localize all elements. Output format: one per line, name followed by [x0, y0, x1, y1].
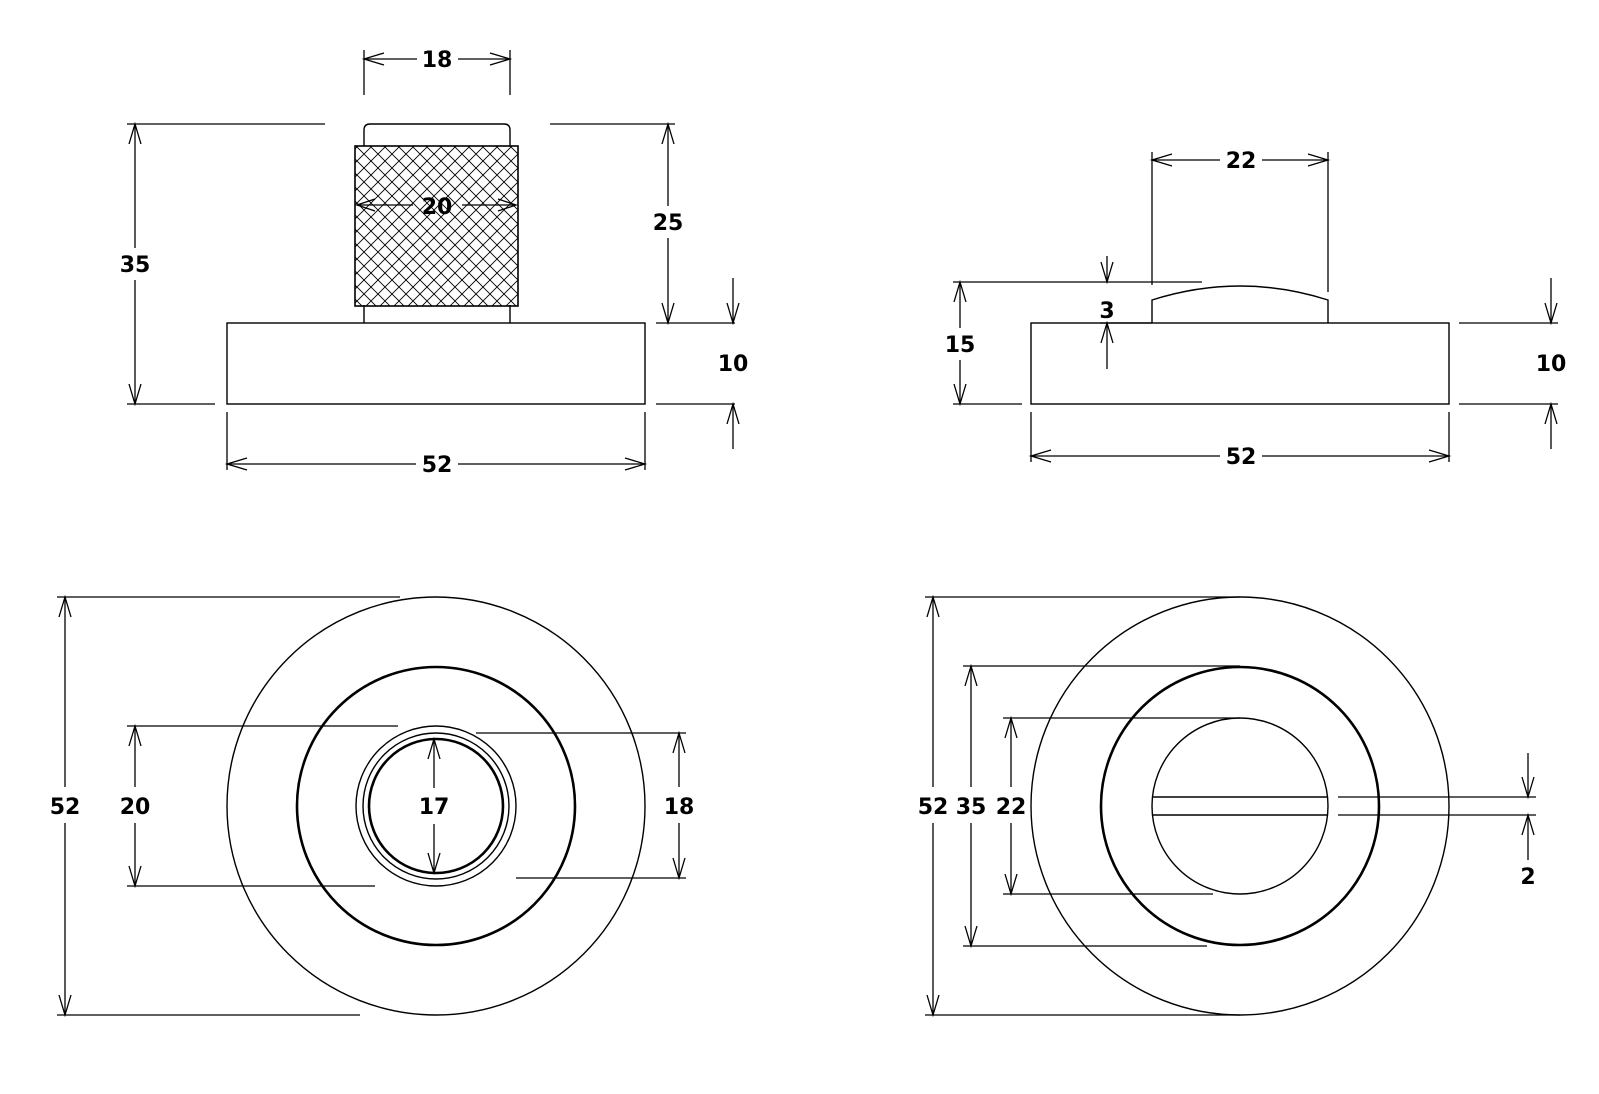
front-dim-base-thickness: 10	[656, 278, 748, 449]
front-dim-base-thickness-label: 10	[718, 352, 749, 377]
side-dim-cap-width-label: 22	[1226, 149, 1257, 174]
side-dim-overall-height-label: 15	[945, 333, 976, 358]
right-dim-inner-diameter: 22	[996, 715, 1240, 897]
side-dim-overall-height: 15	[945, 279, 1202, 407]
left-dim-mid-diameter: 20	[120, 723, 398, 889]
side-dim-base-thickness: 10	[1459, 278, 1566, 449]
left-knob-mid-circle	[362, 732, 510, 880]
front-knurl	[354, 145, 519, 307]
front-knob-cap	[363, 123, 511, 146]
front-dim-overall-height-label: 35	[120, 253, 151, 278]
top-view-left: 52 20 17 18	[50, 594, 695, 1018]
right-dim-outer-diameter-label: 52	[918, 795, 949, 820]
right-dim-ring-diameter-label: 35	[956, 795, 987, 820]
side-dim-base-width-label: 52	[1226, 445, 1257, 470]
left-dim-inner-diameter: 17	[419, 736, 450, 876]
side-view: 22 15 3 10	[945, 149, 1567, 470]
front-dim-knurl: 20	[354, 195, 519, 220]
left-knob-outer-circle	[355, 725, 517, 887]
side-dim-cap-height: 3	[1099, 256, 1152, 369]
left-mid-circle	[295, 665, 577, 947]
side-dim-base-width: 52	[1028, 412, 1452, 470]
left-dim-knob-diameter-label: 18	[664, 795, 695, 820]
side-base	[1030, 322, 1450, 405]
left-outer-circle	[226, 596, 646, 1016]
right-slot	[1152, 796, 1328, 816]
right-outer-circle	[1030, 596, 1450, 1016]
side-cap	[1151, 285, 1329, 323]
left-dim-outer-diameter: 52	[50, 594, 400, 1018]
left-dim-knob-diameter: 18	[476, 730, 695, 881]
front-dim-knob-width: 18	[361, 45, 513, 95]
front-dim-knob-height-label: 25	[653, 211, 684, 236]
right-dim-ring-diameter: 35	[956, 663, 1240, 949]
front-dim-base-width: 52	[224, 412, 648, 478]
left-dim-inner-diameter-label: 17	[419, 795, 450, 820]
left-dim-mid-diameter-label: 20	[120, 795, 151, 820]
side-dim-cap-height-label: 3	[1099, 299, 1114, 324]
left-knob-inner-circle	[367, 737, 505, 875]
front-view: 18 20 35 25	[120, 45, 748, 478]
front-knob-stem	[363, 305, 511, 323]
right-dim-slot-width-label: 2	[1520, 865, 1535, 890]
side-dim-base-thickness-label: 10	[1536, 352, 1567, 377]
front-base	[226, 322, 646, 405]
left-dim-outer-diameter-label: 52	[50, 795, 81, 820]
front-dim-base-width-label: 52	[422, 453, 453, 478]
front-dim-overall-height: 35	[120, 121, 325, 407]
right-inner-circle	[1151, 717, 1329, 895]
right-dim-outer-diameter: 52	[918, 594, 1240, 1018]
right-dim-slot-width: 2	[1338, 753, 1536, 890]
front-dim-knurl-label: 20	[422, 195, 453, 220]
side-dim-cap-width: 22	[1149, 149, 1331, 292]
top-view-right: 52 35 22	[918, 594, 1536, 1018]
front-dim-knob-height: 25	[550, 121, 735, 326]
right-dim-inner-diameter-label: 22	[996, 795, 1027, 820]
front-dim-knob-width-label: 18	[422, 48, 453, 73]
right-ring-circle	[1099, 665, 1381, 947]
